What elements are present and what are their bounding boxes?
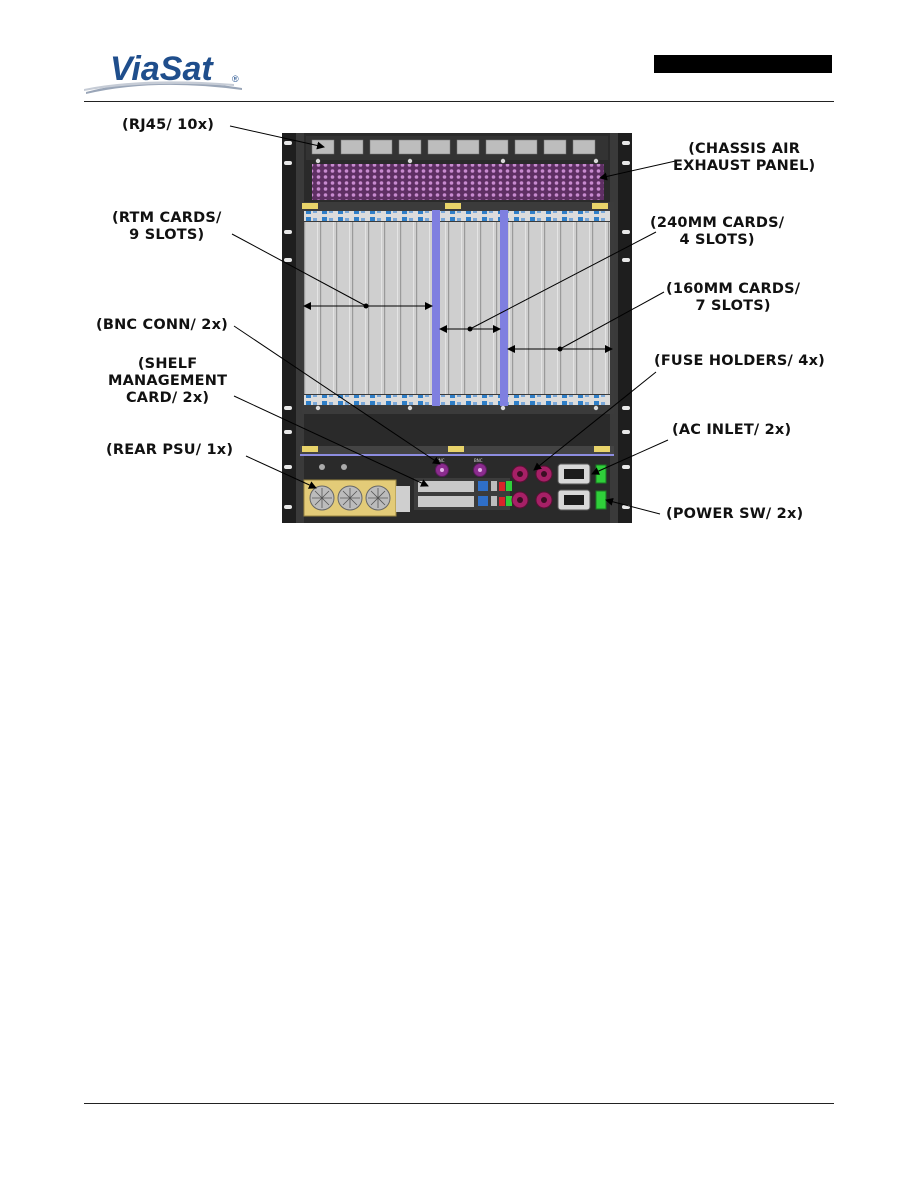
callout-shelf-management: (SHELF MANAGEMENT CARD/ 2x) — [108, 356, 228, 406]
callout-leader-lines — [229, 125, 681, 515]
callout-rear-psu: (REAR PSU/ 1x) — [106, 442, 234, 458]
header-rule — [84, 101, 834, 102]
callout-rj45: (RJ45/ 10x) — [122, 117, 215, 133]
logo-text: ViaSat — [110, 50, 214, 88]
rear-psu — [303, 464, 410, 517]
header-black-bar — [654, 55, 832, 73]
callout-dots — [363, 303, 563, 352]
fuse-holders — [511, 465, 553, 509]
callout-ac-inlet: (AC INLET/ 2x) — [672, 422, 792, 438]
callout-air-exhaust: (CHASSIS AIR EXHAUST PANEL) — [673, 141, 816, 174]
callout-160mm-cards: (160MM CARDS/ 7 SLOTS) — [666, 281, 801, 314]
rj45-ports-row — [306, 136, 608, 164]
svg-text:BNC: BNC — [474, 458, 483, 463]
viasat-logo: ViaSat ® — [84, 50, 242, 94]
callout-power-sw: (POWER SW/ 2x) — [666, 506, 804, 522]
lower-rail — [300, 446, 614, 456]
callout-rtm-cards: (RTM CARDS/ 9 SLOTS) — [112, 210, 222, 243]
callout-bnc-conn: (BNC CONN/ 2x) — [96, 317, 228, 333]
callout-240mm-cards: (240MM CARDS/ 4 SLOTS) — [650, 215, 785, 248]
air-exhaust-panel — [312, 164, 604, 200]
card-cage — [302, 202, 614, 414]
footer-rule — [84, 1103, 834, 1104]
ac-inlets — [557, 463, 591, 511]
logo-registered-mark: ® — [232, 74, 239, 84]
shelf-management-cards — [414, 478, 512, 510]
callout-fuse-holders: (FUSE HOLDERS/ 4x) — [654, 353, 825, 369]
